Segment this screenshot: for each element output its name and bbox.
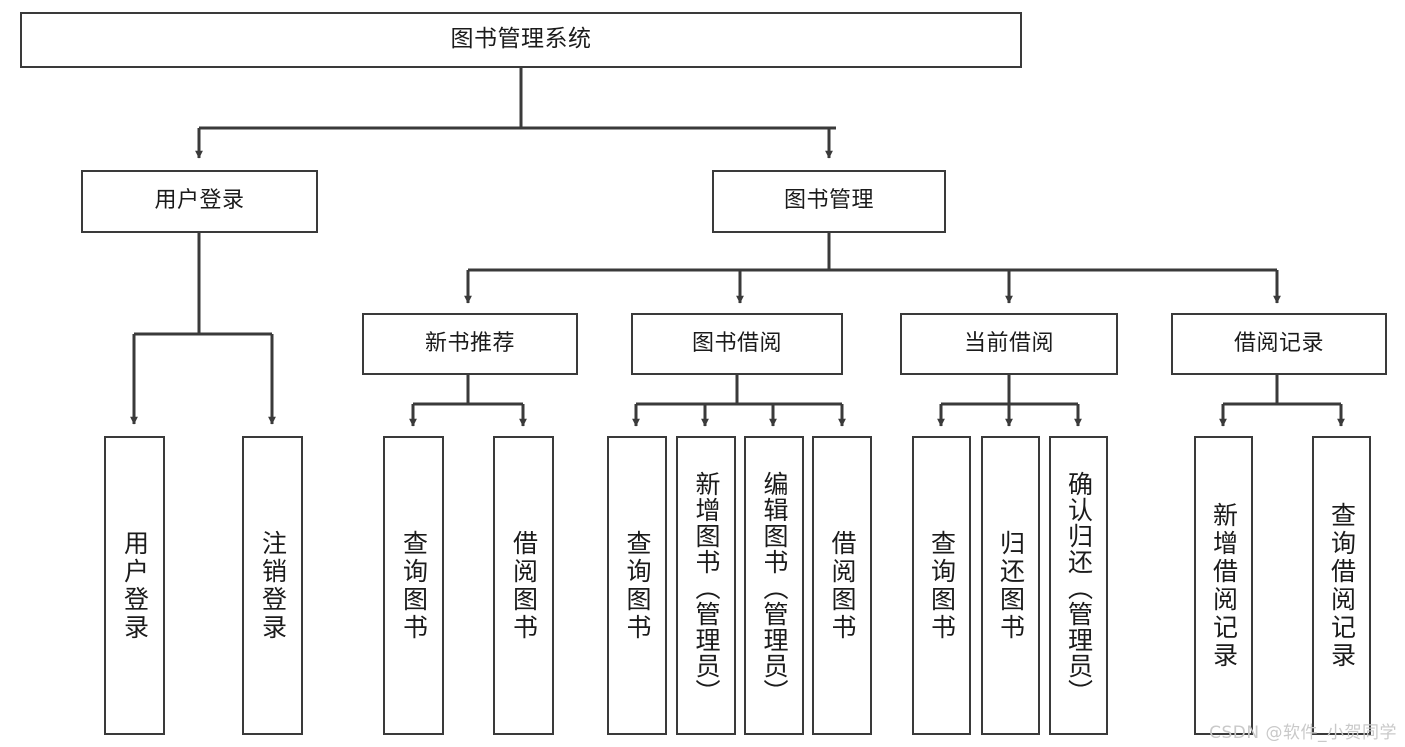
node-root-system[interactable]: 图书管理系统 (20, 12, 1022, 68)
node-label: 查询图书 (927, 529, 957, 642)
node-leaf-logout[interactable]: 注销登录 (242, 436, 303, 735)
node-label: 归还图书 (996, 529, 1026, 642)
node-leaf-borrow-book-1[interactable]: 借阅图书 (493, 436, 554, 735)
node-leaf-query-book-3[interactable]: 查询图书 (912, 436, 971, 735)
node-user-login[interactable]: 用户登录 (81, 170, 318, 233)
node-label: 查询图书 (399, 529, 429, 642)
csdn-watermark: CSDN @软件_小贺同学 (1209, 723, 1397, 743)
node-label: 注销登录 (258, 529, 288, 642)
node-label: 当前借阅 (963, 330, 1054, 356)
node-label: 查询图书 (623, 529, 652, 642)
node-leaf-borrow-book-2[interactable]: 借阅图书 (812, 436, 872, 735)
node-current-borrow[interactable]: 当前借阅 (900, 313, 1118, 375)
node-new-book-recommend[interactable]: 新书推荐 (362, 313, 578, 375)
node-label: 查询借阅记录 (1327, 501, 1357, 670)
node-label: 图书管理 (783, 188, 874, 214)
node-label: 图书管理系统 (450, 26, 592, 53)
node-label: 新增借阅记录 (1209, 501, 1239, 670)
node-leaf-return-book[interactable]: 归还图书 (981, 436, 1040, 735)
node-borrow-record[interactable]: 借阅记录 (1171, 313, 1387, 375)
node-leaf-confirm-return[interactable]: 确认归还（管理员） (1049, 436, 1108, 735)
node-leaf-query-book-2[interactable]: 查询图书 (607, 436, 667, 735)
node-label: 借阅图书 (828, 529, 857, 642)
node-label: 新书推荐 (424, 330, 515, 356)
node-label: 编辑图书（管理员） (760, 470, 789, 705)
node-leaf-user-login[interactable]: 用户登录 (104, 436, 165, 735)
node-label: 借阅图书 (509, 529, 539, 642)
node-label: 借阅记录 (1233, 330, 1324, 356)
node-label: 用户登录 (120, 529, 150, 642)
node-leaf-add-record[interactable]: 新增借阅记录 (1194, 436, 1253, 735)
node-leaf-add-book[interactable]: 新增图书（管理员） (676, 436, 736, 735)
node-leaf-edit-book[interactable]: 编辑图书（管理员） (744, 436, 804, 735)
node-leaf-query-book-1[interactable]: 查询图书 (383, 436, 444, 735)
node-label: 确认归还（管理员） (1064, 470, 1094, 705)
node-label: 图书借阅 (691, 330, 782, 356)
node-leaf-query-record[interactable]: 查询借阅记录 (1312, 436, 1371, 735)
node-label: 新增图书（管理员） (692, 470, 721, 705)
node-label: 用户登录 (154, 188, 245, 214)
node-book-manage[interactable]: 图书管理 (712, 170, 946, 233)
node-book-borrow[interactable]: 图书借阅 (631, 313, 843, 375)
